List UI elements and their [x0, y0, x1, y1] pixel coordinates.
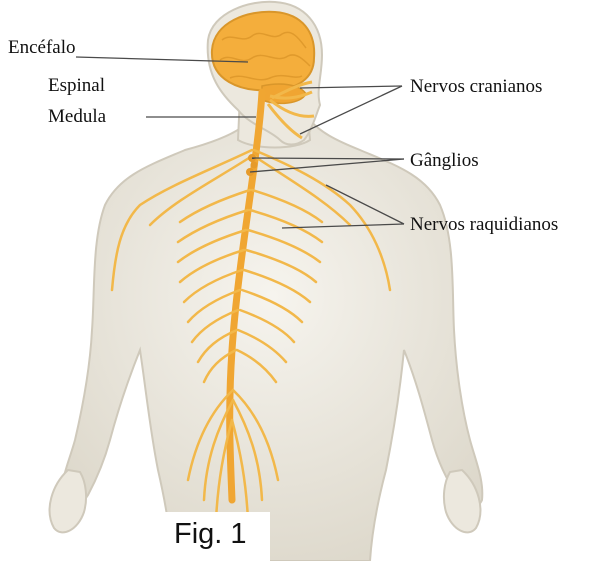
label-nervos-raquidianos: Nervos raquidianos	[410, 215, 558, 234]
label-medula: Medula	[48, 107, 106, 126]
figure-caption: Fig. 1	[174, 520, 247, 549]
torso	[62, 120, 483, 561]
label-ganglios: Gânglios	[410, 151, 479, 170]
left-hand	[50, 470, 86, 532]
label-nervos-cranianos: Nervos cranianos	[410, 77, 542, 96]
label-encefalo: Encéfalo	[8, 38, 76, 57]
label-espinal: Espinal	[48, 76, 105, 95]
